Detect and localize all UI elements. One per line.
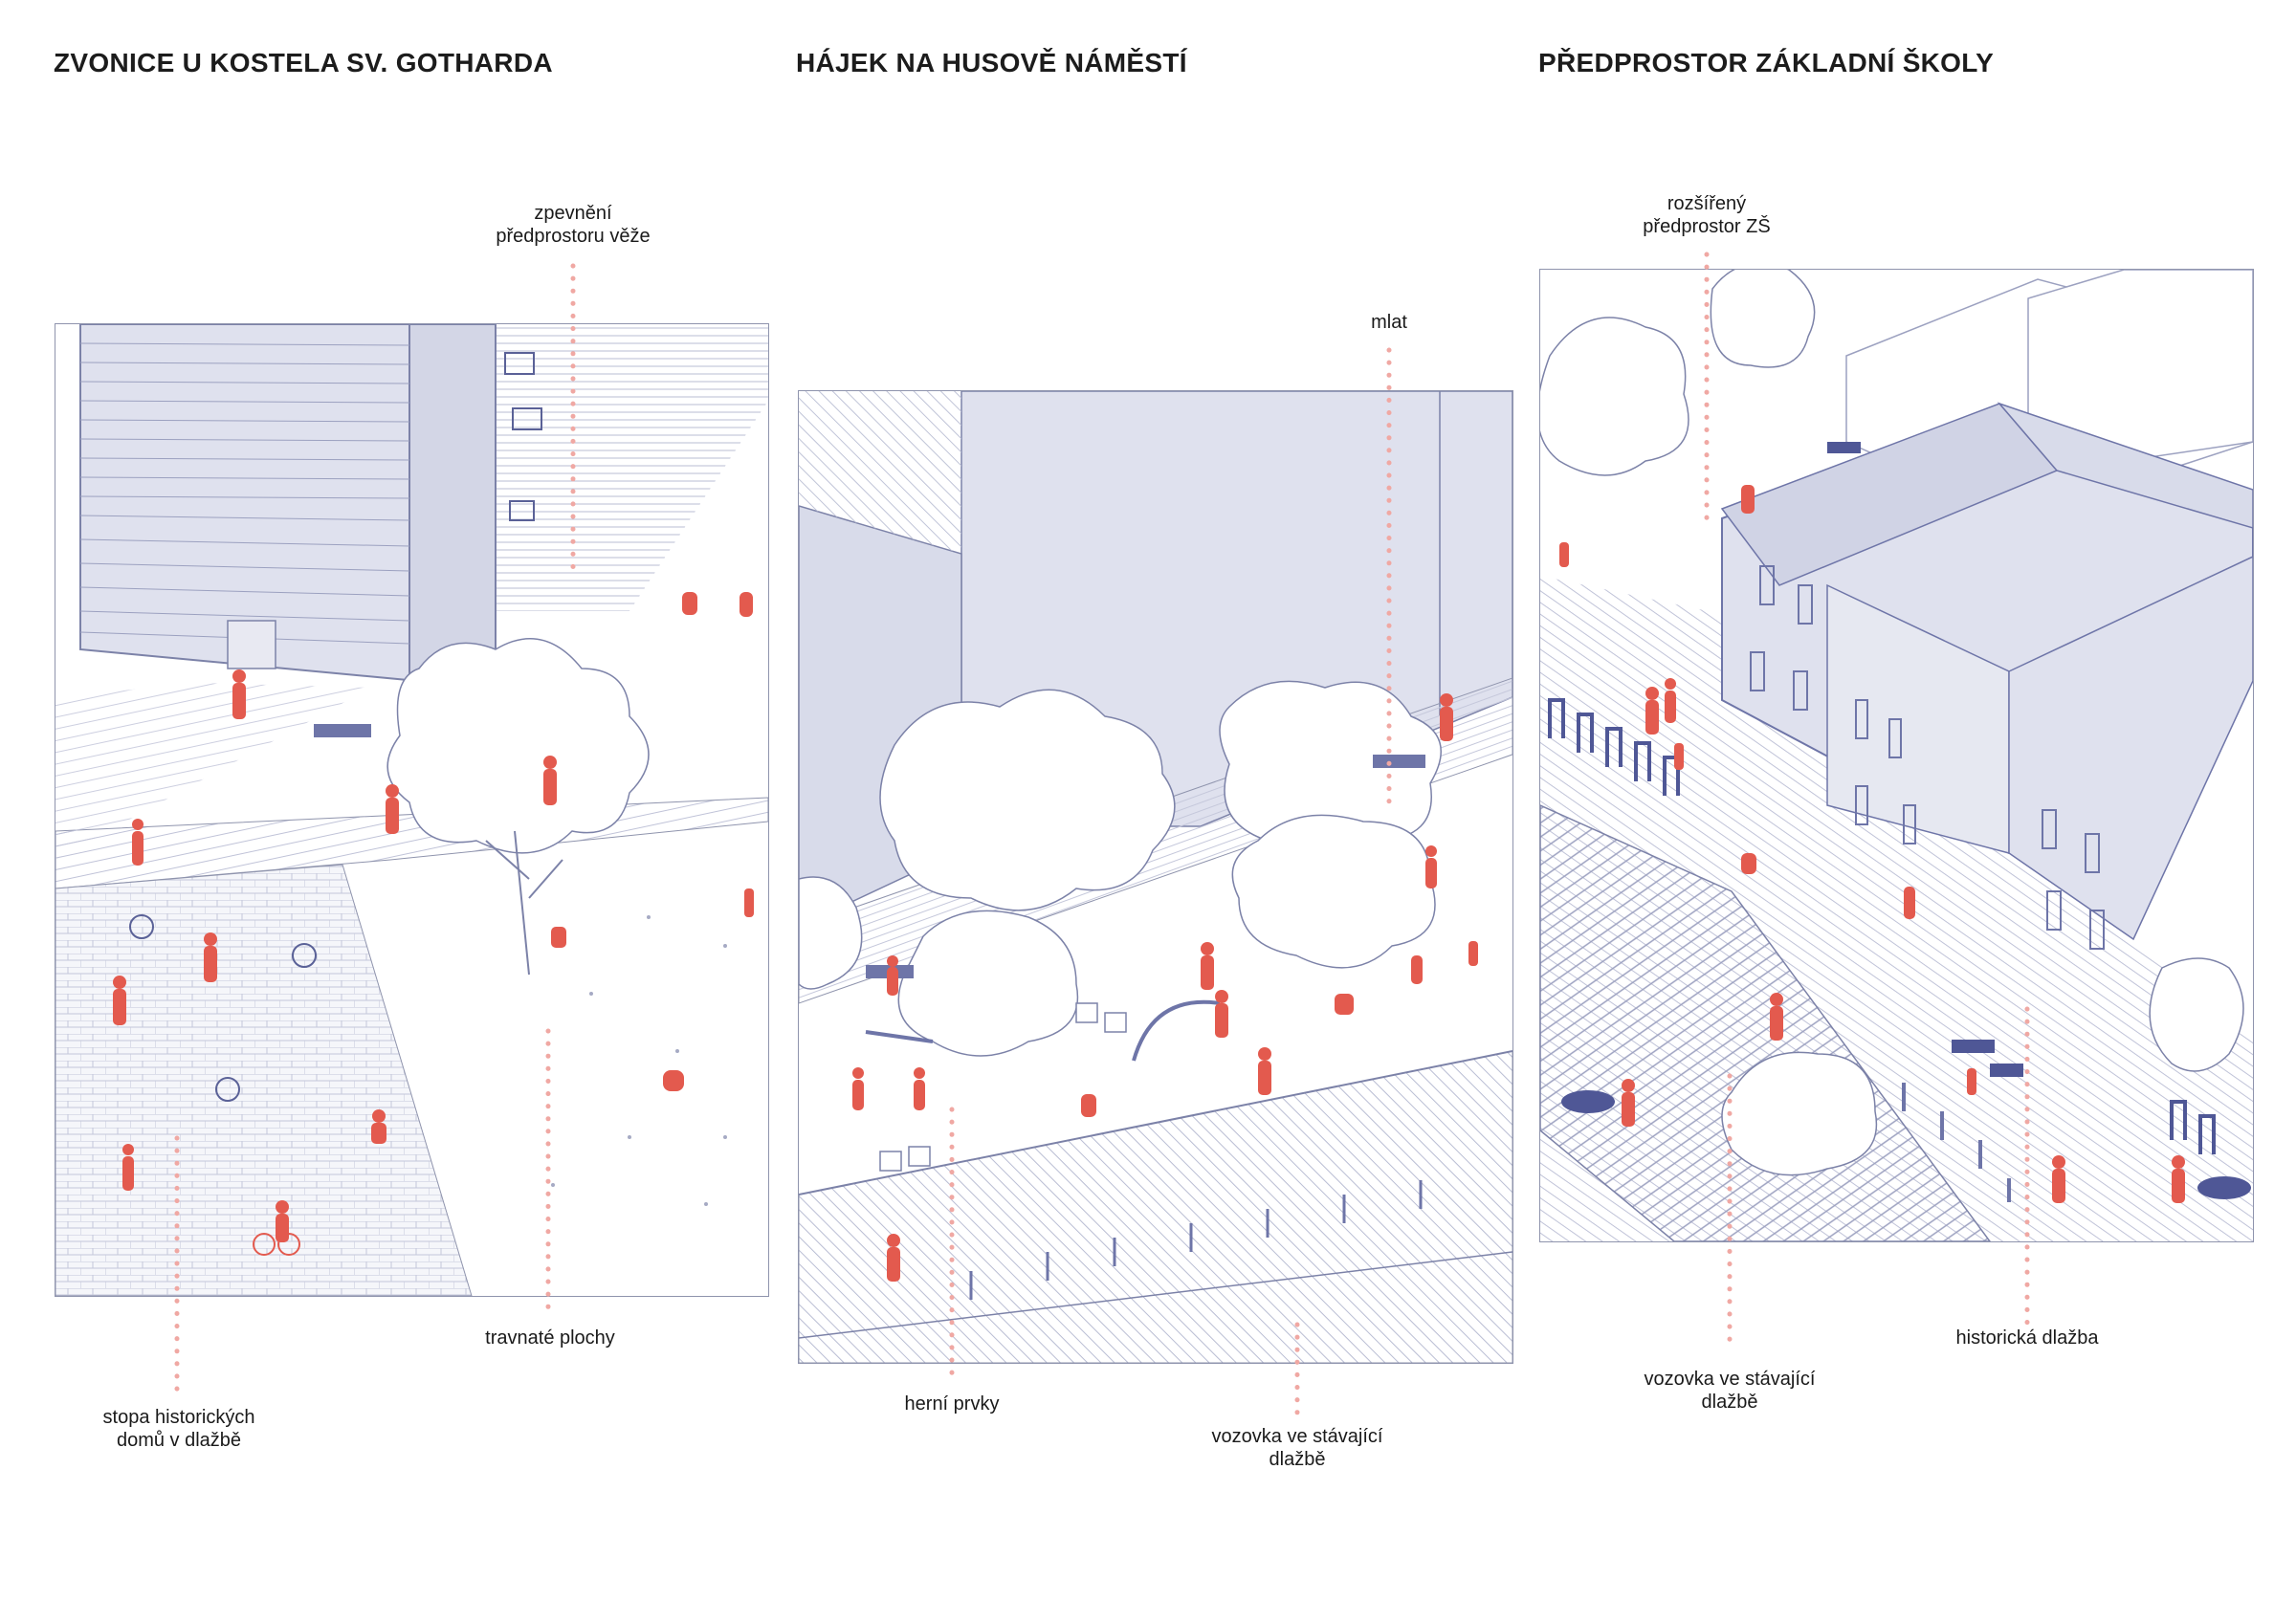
title-hajek: HÁJEK NA HUSOVĚ NÁMĚSTÍ — [796, 48, 1187, 77]
axonometric-drawing-zvonice — [55, 324, 768, 1296]
illustration-hajek — [798, 390, 1513, 1364]
illustration-zvonice — [55, 323, 769, 1297]
axonometric-drawing-predprostor — [1540, 270, 2253, 1241]
title-zvonice: ZVONICE U KOSTELA SV. GOTHARDA — [54, 48, 553, 77]
title-predprostor: PŘEDPROSTOR ZÁKLADNÍ ŠKOLY — [1538, 48, 1995, 77]
axonometric-drawing-hajek — [799, 391, 1512, 1363]
illustration-predprostor — [1539, 269, 2254, 1242]
label-herni-prvky: herní prvky — [904, 1393, 1000, 1415]
label-travnate-plochy: travnaté plochy — [485, 1327, 615, 1349]
label-historicka-dlazba: historická dlažba — [1955, 1327, 2099, 1349]
label-mlat: mlat — [1371, 312, 1407, 333]
